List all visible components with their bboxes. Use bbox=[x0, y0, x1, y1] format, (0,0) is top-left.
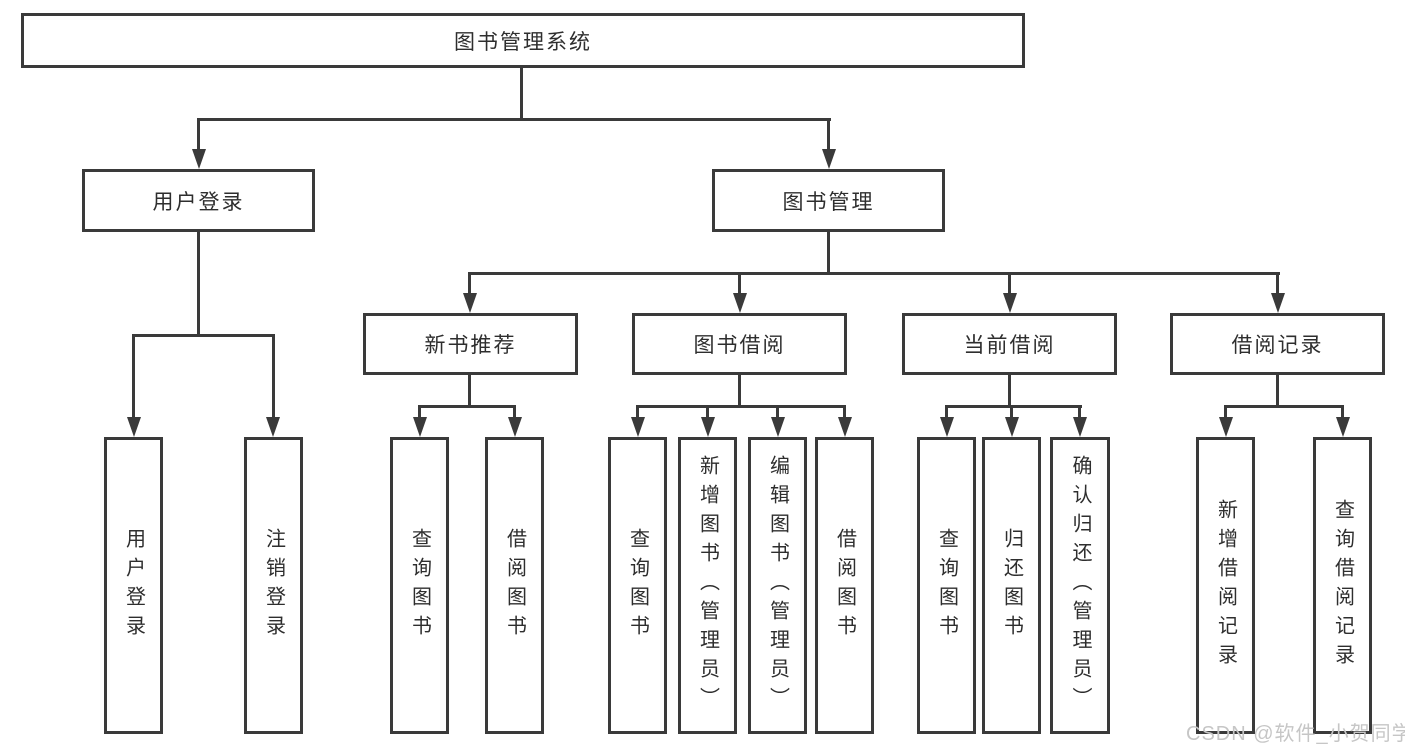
leaf-query-books-current: 查询图书 bbox=[917, 437, 976, 734]
node-new-book-recommend: 新书推荐 bbox=[363, 313, 578, 375]
arrow-down-icon bbox=[508, 417, 522, 437]
arrow-down-icon bbox=[1336, 417, 1350, 437]
arrow-down-icon bbox=[1003, 293, 1017, 313]
leaf-logout-login: 注销登录 bbox=[244, 437, 303, 734]
connector-line bbox=[1010, 405, 1013, 419]
arrow-down-icon bbox=[463, 293, 477, 313]
connector-line bbox=[827, 232, 830, 274]
node-book-borrowing-label: 图书借阅 bbox=[693, 334, 786, 357]
connector-line bbox=[843, 405, 846, 419]
connector-line bbox=[132, 334, 275, 337]
arrow-down-icon bbox=[733, 293, 747, 313]
connector-line bbox=[1341, 405, 1344, 419]
node-book-borrowing: 图书借阅 bbox=[632, 313, 847, 375]
connector-line bbox=[1224, 405, 1344, 408]
leaf-query-borrow-record-label: 查询借阅记录 bbox=[1331, 498, 1354, 673]
connector-line bbox=[1224, 405, 1227, 419]
arrow-down-icon bbox=[822, 149, 836, 169]
leaf-edit-books-admin-label: 编辑图书（管理员） bbox=[766, 455, 789, 716]
connector-line bbox=[418, 405, 421, 419]
connector-line bbox=[513, 405, 516, 419]
connector-line bbox=[418, 405, 516, 408]
leaf-query-books-recommend-label: 查询图书 bbox=[408, 527, 431, 644]
connector-line bbox=[738, 375, 741, 407]
leaf-edit-books-admin: 编辑图书（管理员） bbox=[748, 437, 807, 734]
arrow-down-icon bbox=[1219, 417, 1233, 437]
node-user-login: 用户登录 bbox=[82, 169, 315, 232]
connector-line bbox=[738, 272, 741, 295]
leaf-add-books-admin: 新增图书（管理员） bbox=[678, 437, 737, 734]
leaf-query-borrow-record: 查询借阅记录 bbox=[1313, 437, 1372, 734]
connector-line bbox=[827, 118, 830, 151]
leaf-return-books-label: 归还图书 bbox=[1000, 527, 1023, 644]
leaf-add-borrow-record: 新增借阅记录 bbox=[1196, 437, 1255, 734]
node-library-system: 图书管理系统 bbox=[21, 13, 1025, 68]
arrow-down-icon bbox=[771, 417, 785, 437]
leaf-add-borrow-record-label: 新增借阅记录 bbox=[1214, 498, 1237, 673]
connector-line bbox=[132, 334, 135, 419]
connector-line bbox=[520, 68, 523, 119]
connector-line bbox=[468, 272, 471, 295]
leaf-borrow-books: 借阅图书 bbox=[815, 437, 874, 734]
csdn-watermark: CSDN @软件_小贺同学 bbox=[1186, 723, 1405, 745]
arrow-down-icon bbox=[631, 417, 645, 437]
arrow-down-icon bbox=[1271, 293, 1285, 313]
leaf-borrow-books-label: 借阅图书 bbox=[833, 527, 856, 644]
leaf-logout-login-label: 注销登录 bbox=[262, 527, 285, 644]
arrow-down-icon bbox=[1073, 417, 1087, 437]
leaf-confirm-return-admin-label: 确认归还（管理员） bbox=[1069, 455, 1091, 716]
connector-line bbox=[197, 118, 831, 121]
node-book-management-label: 图书管理 bbox=[782, 190, 875, 214]
connector-line bbox=[636, 405, 639, 419]
leaf-user-login-label: 用户登录 bbox=[122, 527, 145, 644]
node-current-borrowing-label: 当前借阅 bbox=[963, 334, 1056, 357]
arrow-down-icon bbox=[192, 149, 206, 169]
connector-line bbox=[197, 118, 200, 151]
connector-line bbox=[468, 272, 1280, 275]
leaf-query-books-current-label: 查询图书 bbox=[935, 527, 958, 644]
arrow-down-icon bbox=[266, 417, 280, 437]
connector-line bbox=[468, 375, 471, 407]
connector-line bbox=[272, 334, 275, 419]
connector-line bbox=[945, 405, 1082, 408]
arrow-down-icon bbox=[701, 417, 715, 437]
connector-line bbox=[776, 405, 779, 419]
connector-line bbox=[1008, 375, 1011, 407]
connector-line bbox=[1276, 272, 1279, 295]
leaf-query-books-borrowing: 查询图书 bbox=[608, 437, 667, 734]
connector-line bbox=[945, 405, 948, 419]
node-current-borrowing: 当前借阅 bbox=[902, 313, 1117, 375]
connector-line bbox=[1276, 375, 1279, 407]
arrow-down-icon bbox=[940, 417, 954, 437]
connector-line bbox=[706, 405, 709, 419]
leaf-query-books-borrowing-label: 查询图书 bbox=[626, 527, 649, 644]
connector-line bbox=[636, 405, 846, 408]
connector-line bbox=[1078, 405, 1081, 419]
leaf-borrow-books-recommend-label: 借阅图书 bbox=[503, 527, 526, 644]
node-borrow-records: 借阅记录 bbox=[1170, 313, 1385, 375]
leaf-borrow-books-recommend: 借阅图书 bbox=[485, 437, 544, 734]
leaf-return-books: 归还图书 bbox=[982, 437, 1041, 734]
node-library-system-label: 图书管理系统 bbox=[454, 30, 592, 54]
arrow-down-icon bbox=[127, 417, 141, 437]
node-user-login-label: 用户登录 bbox=[152, 190, 245, 214]
leaf-user-login: 用户登录 bbox=[104, 437, 163, 734]
node-new-book-recommend-label: 新书推荐 bbox=[424, 334, 517, 357]
node-borrow-records-label: 借阅记录 bbox=[1231, 334, 1324, 357]
leaf-query-books-recommend: 查询图书 bbox=[390, 437, 449, 734]
node-book-management: 图书管理 bbox=[712, 169, 945, 232]
arrow-down-icon bbox=[838, 417, 852, 437]
leaf-confirm-return-admin: 确认归还（管理员） bbox=[1050, 437, 1110, 734]
connector-line bbox=[197, 232, 200, 336]
connector-line bbox=[1008, 272, 1011, 295]
arrow-down-icon bbox=[1005, 417, 1019, 437]
arrow-down-icon bbox=[413, 417, 427, 437]
leaf-add-books-admin-label: 新增图书（管理员） bbox=[696, 455, 719, 716]
